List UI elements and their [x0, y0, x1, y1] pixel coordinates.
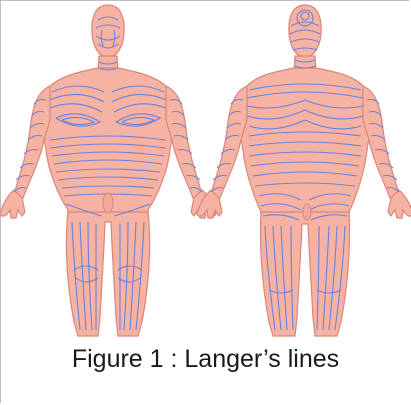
figure-caption: Figure 1 : Langer’s lines [0, 345, 411, 374]
posterior-body-figure [197, 5, 411, 336]
anterior-body-figure [0, 5, 216, 336]
langers-lines-illustration [0, 0, 411, 340]
